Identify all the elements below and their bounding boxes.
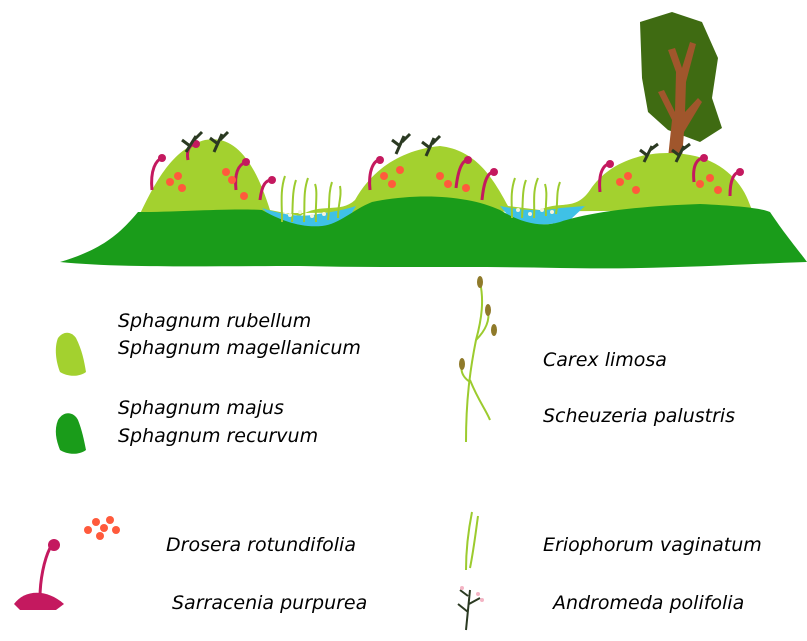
label-sphagnum-recurvum: Sphagnum recurvum [118,425,318,447]
sedge-legend-icon [461,282,490,442]
shrub-legend-icon [458,590,480,630]
label-sarracenia-purpurea: Sarracenia purpurea [172,592,367,614]
label-drosera-rotundifolia: Drosera rotundifolia [166,534,356,556]
label-sphagnum-rubellum: Sphagnum rubellum [118,310,311,332]
hollow-moss-swatch [56,413,86,454]
hummock-moss-swatch [56,333,86,376]
tree-icon [640,12,722,158]
carnivorous-plants-icon [14,516,120,610]
label-andromeda-polifolia: Andromeda polifolia [553,592,744,614]
label-sphagnum-majus: Sphagnum majus [118,397,284,419]
label-scheuzeria-palustris: Scheuzeria palustris [543,405,735,427]
label-carex-limosa: Carex limosa [543,349,667,371]
label-sphagnum-magellanicum: Sphagnum magellanicum [118,337,361,359]
cottongrass-icon [466,512,478,570]
label-eriophorum-vaginatum: Eriophorum vaginatum [543,534,762,556]
